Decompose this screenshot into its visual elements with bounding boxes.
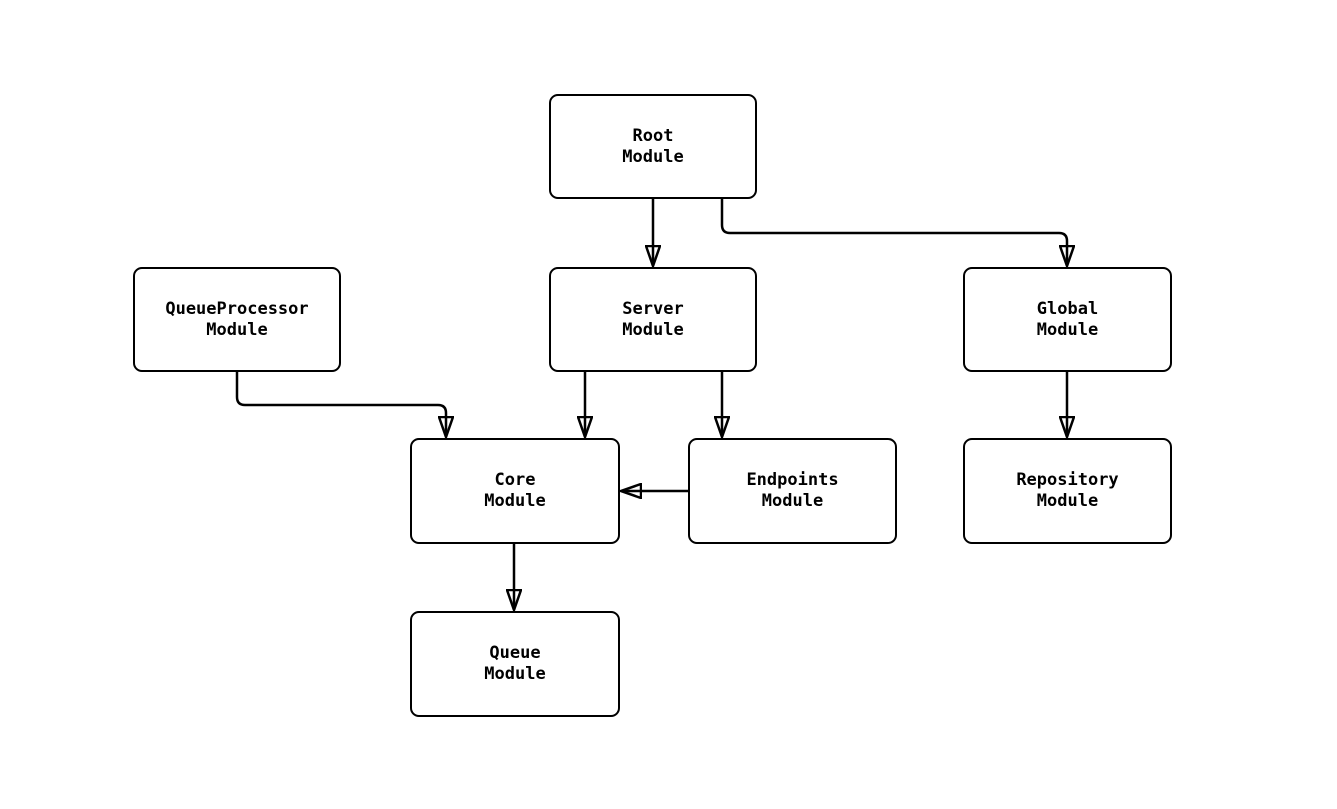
node-core-module: Core Module bbox=[410, 438, 620, 544]
edge-queueprocessor-to-core bbox=[235, 372, 446, 437]
node-endpoints-module-label: Endpoints Module bbox=[746, 470, 839, 511]
node-server-module-label: Server Module bbox=[622, 298, 684, 340]
node-queueprocessor-module: QueueProcessor Module bbox=[133, 267, 341, 372]
node-global-module-label: Global Module bbox=[1036, 298, 1099, 340]
node-root-module-label: Root Module bbox=[622, 125, 684, 167]
node-server-module: Server Module bbox=[549, 267, 757, 372]
node-queue-module: Queue Module bbox=[410, 611, 620, 717]
node-repository-module: Repository Module bbox=[963, 438, 1172, 544]
node-core-module-label: Core Module bbox=[484, 470, 546, 511]
node-global-module: Global Module bbox=[963, 267, 1172, 372]
node-queue-module-label: Queue Module bbox=[484, 643, 546, 684]
node-repository-module-label: Repository Module bbox=[1016, 470, 1119, 511]
edge-root-to-global bbox=[720, 199, 1067, 266]
node-endpoints-module: Endpoints Module bbox=[688, 438, 897, 544]
node-queueprocessor-module-label: QueueProcessor Module bbox=[165, 298, 309, 340]
node-root-module: Root Module bbox=[549, 94, 757, 199]
